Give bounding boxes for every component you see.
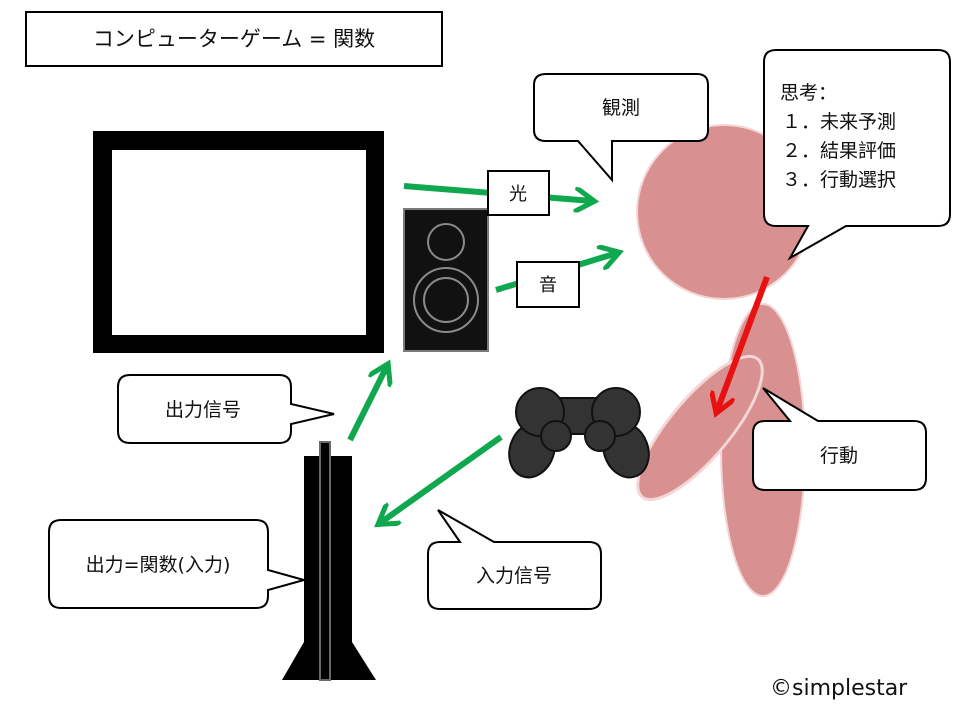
console-icon	[282, 441, 376, 681]
output-signal-label: 出力信号	[165, 399, 241, 421]
light-label: 光	[509, 184, 527, 205]
controller-icon	[508, 387, 650, 479]
monitor-icon	[93, 131, 384, 353]
arrow-input-signal	[380, 434, 503, 523]
formula-callout: 出力=関数(入力)	[48, 519, 308, 609]
thinking-callout: 思考： １．未来予測 ２．結果評価 ３．行動選択	[763, 49, 951, 261]
observe-callout: 観測	[533, 73, 709, 183]
speaker-icon	[403, 208, 489, 352]
action-callout: 行動	[752, 387, 927, 491]
input-signal-callout: 入力信号	[427, 509, 602, 610]
thinking-item-2: ２．結果評価	[782, 140, 896, 162]
formula-label: 出力=関数(入力)	[86, 554, 231, 576]
sound-label: 音	[539, 275, 557, 296]
arrow-output-signal	[347, 366, 387, 442]
sound-label-box: 音	[516, 261, 580, 308]
copyright-text: ©simplestar	[770, 676, 908, 701]
thinking-item-3: ３．行動選択	[782, 169, 896, 191]
thinking-item-1: １．未来予測	[782, 111, 896, 133]
light-label-box: 光	[487, 170, 550, 216]
arrow-action	[717, 275, 770, 411]
title-box: コンピューターゲーム = 関数	[25, 11, 443, 67]
title-text: コンピューターゲーム = 関数	[93, 27, 375, 51]
input-signal-label: 入力信号	[476, 565, 552, 587]
thinking-heading: 思考：	[780, 82, 837, 104]
action-label: 行動	[820, 445, 858, 467]
observe-label: 観測	[602, 97, 640, 119]
output-signal-callout: 出力信号	[117, 374, 335, 444]
